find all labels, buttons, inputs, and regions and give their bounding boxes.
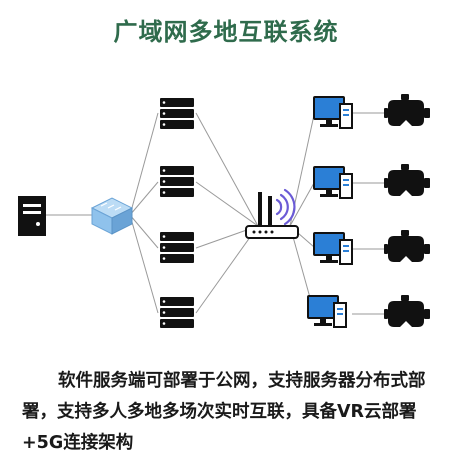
vr-headset-icon xyxy=(384,295,430,327)
vr-headset-icon xyxy=(384,164,430,196)
server-rack-icon xyxy=(160,166,194,197)
desktop-computer-icon xyxy=(313,166,353,199)
description-text: 软件服务端可部署于公网，支持服务器分布式部署，支持多人多地多场次实时互联，具备V… xyxy=(22,371,426,453)
vr-headset-icon xyxy=(384,230,430,262)
wifi-signal-icon xyxy=(275,188,296,226)
server-rack-icon xyxy=(160,232,194,263)
network-switch-icon xyxy=(90,197,134,235)
desktop-computer-icon xyxy=(307,295,347,328)
connection-lines xyxy=(46,112,386,315)
server-rack-icon xyxy=(160,98,194,129)
page-title: 广域网多地互联系统 xyxy=(113,18,339,46)
computer-tower-icon xyxy=(18,196,46,236)
server-rack-icon xyxy=(160,297,194,328)
wireless-router-icon xyxy=(245,192,299,239)
desktop-computer-icon xyxy=(313,96,353,129)
vr-headset-icon xyxy=(384,94,430,126)
desktop-computer-icon xyxy=(313,232,353,265)
